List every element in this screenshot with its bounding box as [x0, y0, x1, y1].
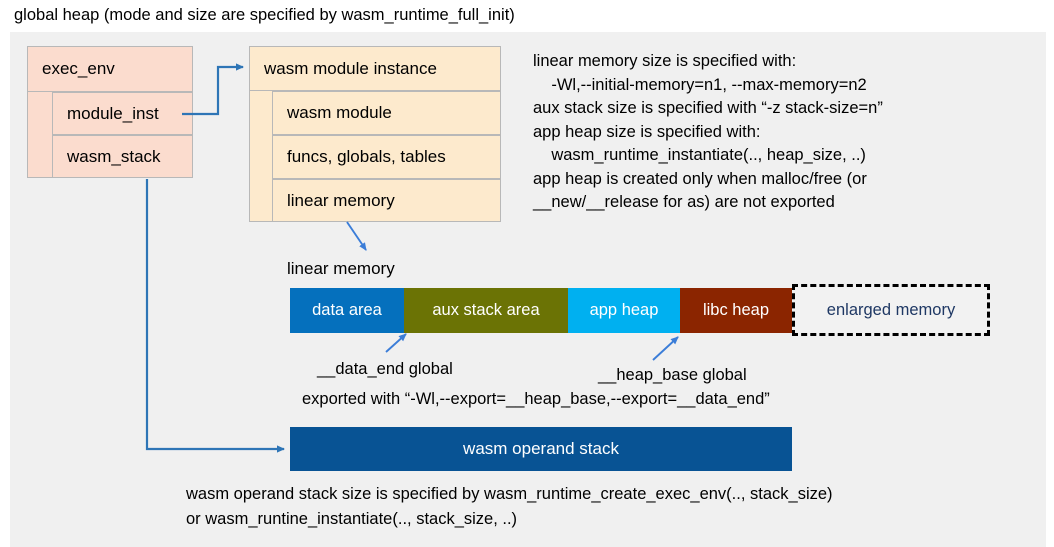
module-instance-header-label: wasm module instance	[264, 58, 437, 78]
module-instance-row-wasm-module-label: wasm module	[287, 103, 392, 122]
memory-segment-libc-heap: libc heap	[680, 288, 792, 333]
annotation-data-end: __data_end global	[317, 360, 453, 378]
memory-segment-enlarged-memory-label: enlarged memory	[826, 300, 956, 319]
annotation-export-line: exported with “-Wl,--export=__heap_base,…	[302, 390, 770, 408]
exec-env-header: exec_env	[27, 46, 193, 92]
memory-segment-aux-stack-area: aux stack area	[404, 288, 568, 333]
wasm-operand-stack-label: wasm operand stack	[463, 439, 619, 458]
exec-env-header-label: exec_env	[42, 59, 115, 78]
memory-segment-enlarged-memory: enlarged memory	[792, 284, 990, 336]
module-instance-row-funcs-globals-tables: funcs, globals, tables	[272, 135, 501, 179]
module-instance-row-wasm-module: wasm module	[272, 91, 501, 135]
exec-env-row-wasm-stack: wasm_stack	[52, 135, 193, 178]
annotation-heap-base: __heap_base global	[598, 366, 747, 384]
exec-env-row-module-inst-label: module_inst	[67, 103, 159, 123]
exec-env-row-wasm-stack-label: wasm_stack	[67, 146, 161, 166]
exec-env-row-module-inst: module_inst	[52, 92, 193, 135]
wasm-operand-stack-bar: wasm operand stack	[290, 427, 792, 471]
module-instance-row-funcs-globals-tables-label: funcs, globals, tables	[287, 147, 446, 166]
operand-stack-size-note: wasm operand stack size is specified by …	[186, 485, 833, 528]
module-instance-row-linear-memory: linear memory	[272, 179, 501, 222]
memory-segment-app-heap-label: app heap	[589, 301, 659, 319]
memory-segment-data-area-label: data area	[312, 301, 382, 319]
module-instance-header: wasm module instance	[249, 46, 501, 91]
memory-segment-libc-heap-label: libc heap	[702, 301, 770, 319]
memory-segment-data-area: data area	[290, 288, 404, 333]
module-instance-row-linear-memory-label: linear memory	[287, 190, 395, 210]
page-title: global heap (mode and size are specified…	[14, 6, 515, 24]
memory-segment-app-heap: app heap	[568, 288, 680, 333]
linear-memory-config-note: linear memory size is specified with: -W…	[533, 52, 883, 211]
linear-memory-caption: linear memory	[287, 259, 395, 278]
memory-segment-aux-stack-area-label: aux stack area	[432, 301, 540, 319]
